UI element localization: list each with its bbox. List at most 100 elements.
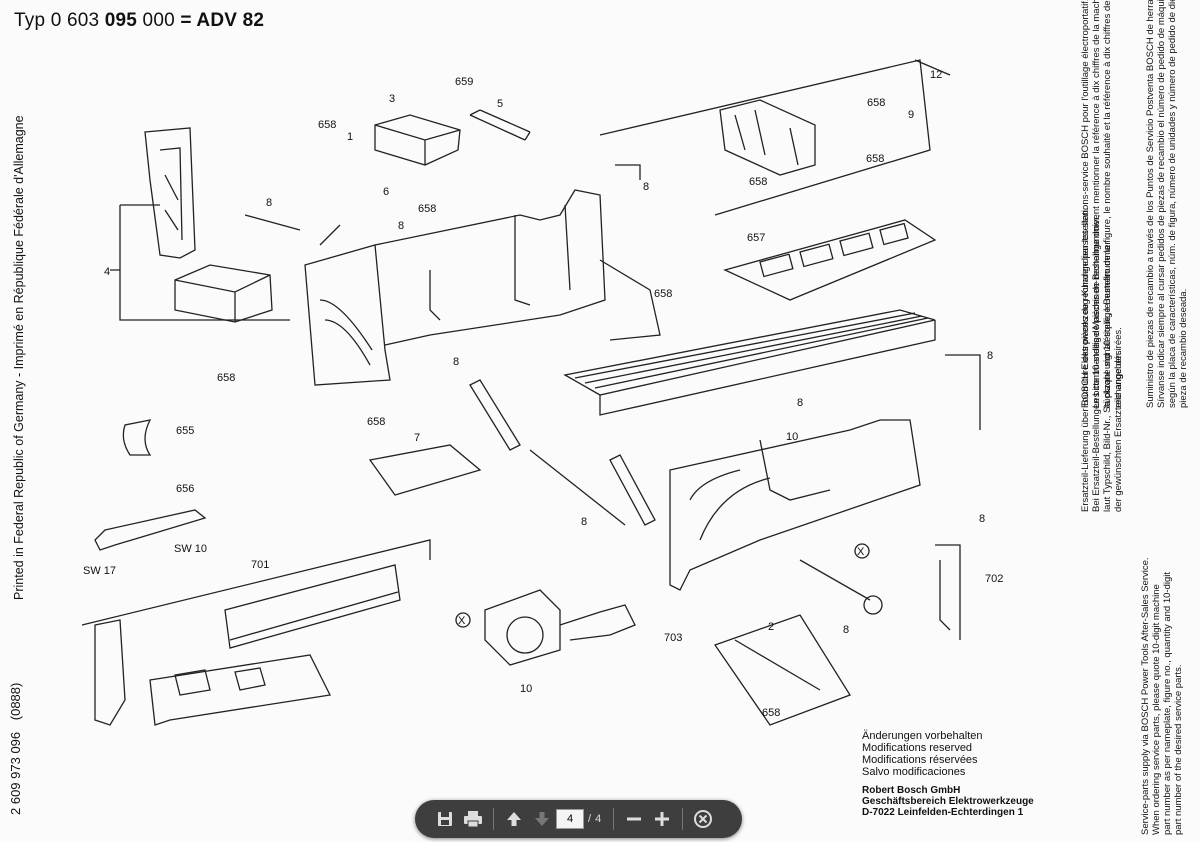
close-button[interactable] — [691, 807, 715, 831]
notice-fr: Modifications réservées — [862, 754, 978, 766]
part-block-3 — [374, 114, 461, 166]
part-main-rail — [374, 189, 606, 346]
label-657: 657 — [747, 232, 765, 244]
toolbar-separator — [493, 808, 494, 830]
previous-page-button[interactable] — [502, 807, 526, 831]
label-659: 659 — [455, 76, 473, 88]
page-separator: / — [588, 813, 592, 825]
part-knob — [799, 559, 871, 601]
label-9: 9 — [908, 109, 914, 121]
label-702: 702 — [985, 573, 1003, 585]
label-8-d: 8 — [453, 356, 459, 368]
notice-de: Änderungen vorbehalten — [862, 730, 983, 742]
part-switch-703 — [484, 589, 561, 666]
print-icon — [464, 811, 482, 828]
label-8-h: 8 — [581, 516, 587, 528]
label-sw10: SW 10 — [174, 543, 207, 555]
type-number-a: 0 603 — [50, 10, 100, 31]
part-bracket-left — [144, 127, 196, 259]
label-7: 7 — [414, 432, 420, 444]
label-8-e: 8 — [987, 350, 993, 362]
label-703: 703 — [664, 632, 682, 644]
modifications-notice: Änderungen vorbehalten Modifications res… — [862, 730, 982, 778]
text-block-en: Service-parts supply via BOSCH Power Too… — [1140, 557, 1184, 835]
document-title: Typ 0 603 095 000 = ADV 82 — [14, 10, 264, 32]
company-address: Robert Bosch GmbH Geschäftsbereich Elekt… — [862, 785, 1034, 818]
notice-es: Salvo modificaciones — [862, 766, 966, 778]
page-total: 4 — [595, 813, 602, 825]
type-number-c: 000 — [142, 10, 175, 31]
exploded-parts-drawing: 12 659 5 3 658 1 6 8 658 658 9 658 8 658… — [81, 59, 1003, 726]
label-656: 656 — [176, 483, 194, 495]
part-clamp-702 — [935, 544, 961, 640]
arrow-up-icon — [507, 812, 521, 826]
label-658-e: 658 — [749, 176, 767, 188]
label-8-f: 8 — [797, 397, 803, 409]
print-button[interactable] — [461, 807, 485, 831]
label-2: 2 — [768, 621, 774, 633]
label-6: 6 — [383, 186, 389, 198]
label-12: 12 — [930, 69, 942, 81]
label-3: 3 — [389, 93, 395, 105]
zoom-in-button[interactable] — [650, 807, 674, 831]
label-658-d: 658 — [866, 153, 884, 165]
part-bracket-701 — [149, 654, 331, 726]
part-clip-655 — [122, 419, 152, 456]
label-8-g: 8 — [979, 513, 985, 525]
toolbar-separator — [613, 808, 615, 830]
label-4: 4 — [104, 266, 110, 278]
page-number-input[interactable] — [556, 809, 584, 829]
label-x-a: X — [857, 546, 865, 558]
zoom-out-icon — [627, 817, 642, 821]
next-page-button[interactable] — [530, 807, 554, 831]
text-block-fr: Fourniture des pièces de rechange par le… — [1080, 0, 1124, 408]
part-rod-long — [529, 449, 626, 526]
part-fence-701 — [224, 564, 401, 649]
label-655: 655 — [176, 425, 194, 437]
close-icon — [694, 810, 713, 828]
model-name: = ADV 82 — [180, 10, 265, 31]
part-frame-left — [304, 244, 391, 386]
label-658-f: 658 — [654, 288, 672, 300]
label-1: 1 — [347, 131, 353, 143]
arrow-down-icon — [535, 812, 549, 826]
part-rod-lever-a — [469, 379, 521, 451]
label-658-c: 658 — [867, 97, 885, 109]
part-sheet-7 — [368, 444, 482, 496]
toolbar-separator — [682, 808, 684, 830]
part-block-left — [174, 264, 273, 323]
label-8-c: 8 — [266, 197, 272, 209]
label-701: 701 — [251, 559, 269, 571]
label-658-i: 658 — [762, 707, 780, 719]
label-658-h: 658 — [367, 416, 385, 428]
company-name: Robert Bosch GmbH — [862, 785, 961, 796]
label-658-b: 658 — [418, 203, 436, 215]
part-rod-lever-b — [609, 454, 656, 526]
company-city: D-7022 Leinfelden-Echterdingen 1 — [862, 807, 1024, 818]
label-10-a: 10 — [786, 431, 798, 443]
part-plate-657 — [723, 219, 937, 301]
zoom-out-button[interactable] — [622, 807, 646, 831]
type-number-b: 095 — [104, 10, 138, 31]
part-carriage — [669, 419, 921, 591]
label-sw17: SW 17 — [83, 565, 116, 577]
label-658-g: 658 — [217, 372, 235, 384]
text-block-es: Suministro de piezas de recambio a travé… — [1145, 0, 1189, 408]
label-5: 5 — [497, 98, 503, 110]
label-8-a: 8 — [398, 220, 404, 232]
label-8-b: 8 — [643, 181, 649, 193]
zoom-in-icon — [655, 812, 670, 826]
part-spindle-5 — [469, 109, 531, 141]
label-658-a: 658 — [318, 119, 336, 131]
label-x-b: X — [458, 615, 466, 627]
part-wrench-656 — [94, 509, 207, 551]
typ-label: Typ — [14, 10, 46, 31]
save-button[interactable] — [433, 807, 457, 831]
label-10-b: 10 — [520, 683, 532, 695]
part-rod-2 — [734, 639, 821, 691]
notice-en: Modifications reserved — [862, 742, 973, 754]
part-clamp-assembly — [719, 99, 816, 176]
pdf-viewer-toolbar: / 4 — [415, 800, 742, 838]
save-icon — [438, 812, 452, 826]
label-8-i: 8 — [843, 624, 849, 636]
